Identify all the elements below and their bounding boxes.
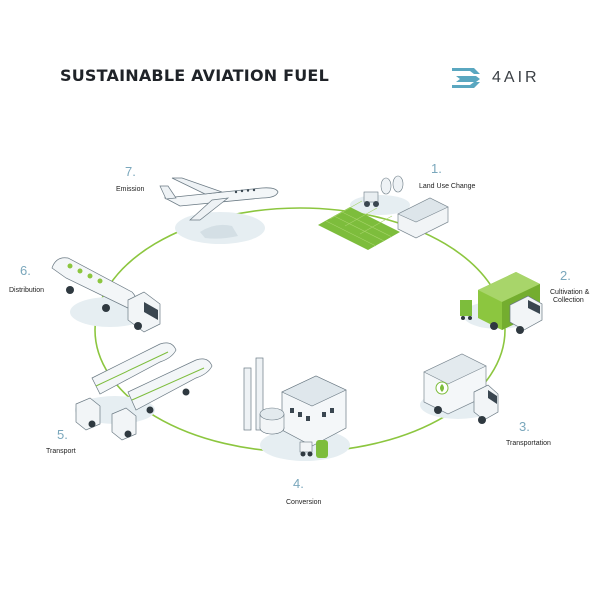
step-3-label: Transportation bbox=[506, 440, 551, 447]
fuel-tanker-icon bbox=[51, 257, 161, 333]
step-4-label: Conversion bbox=[286, 499, 322, 506]
farm-icon bbox=[318, 175, 449, 250]
step-2-number: 2. bbox=[560, 268, 571, 283]
refinery-icon bbox=[243, 357, 347, 458]
logo-icon bbox=[452, 68, 480, 88]
step-1-number: 1. bbox=[431, 161, 442, 176]
airplane-icon bbox=[159, 177, 279, 239]
step-4-number: 4. bbox=[293, 476, 304, 491]
step-3-number: 3. bbox=[519, 419, 530, 434]
step-6-label: Distribution bbox=[9, 287, 45, 294]
step-6-number: 6. bbox=[20, 263, 31, 278]
tanker-trucks-icon bbox=[75, 342, 213, 441]
step-7-number: 7. bbox=[125, 164, 136, 179]
step-2-label-line2: Collection bbox=[553, 297, 584, 304]
logo-text: 4AIR bbox=[492, 69, 540, 86]
step-5-number: 5. bbox=[57, 427, 68, 442]
garbage-truck-icon bbox=[460, 272, 543, 334]
page-title: SUSTAINABLE AVIATION FUEL bbox=[60, 66, 329, 85]
step-1-label: Land Use Change bbox=[419, 183, 476, 190]
step-5-label: Transport bbox=[46, 448, 76, 455]
step-2-label: Cultivation & bbox=[550, 289, 590, 296]
box-truck-icon bbox=[423, 353, 499, 424]
step-7-label: Emission bbox=[116, 186, 145, 193]
